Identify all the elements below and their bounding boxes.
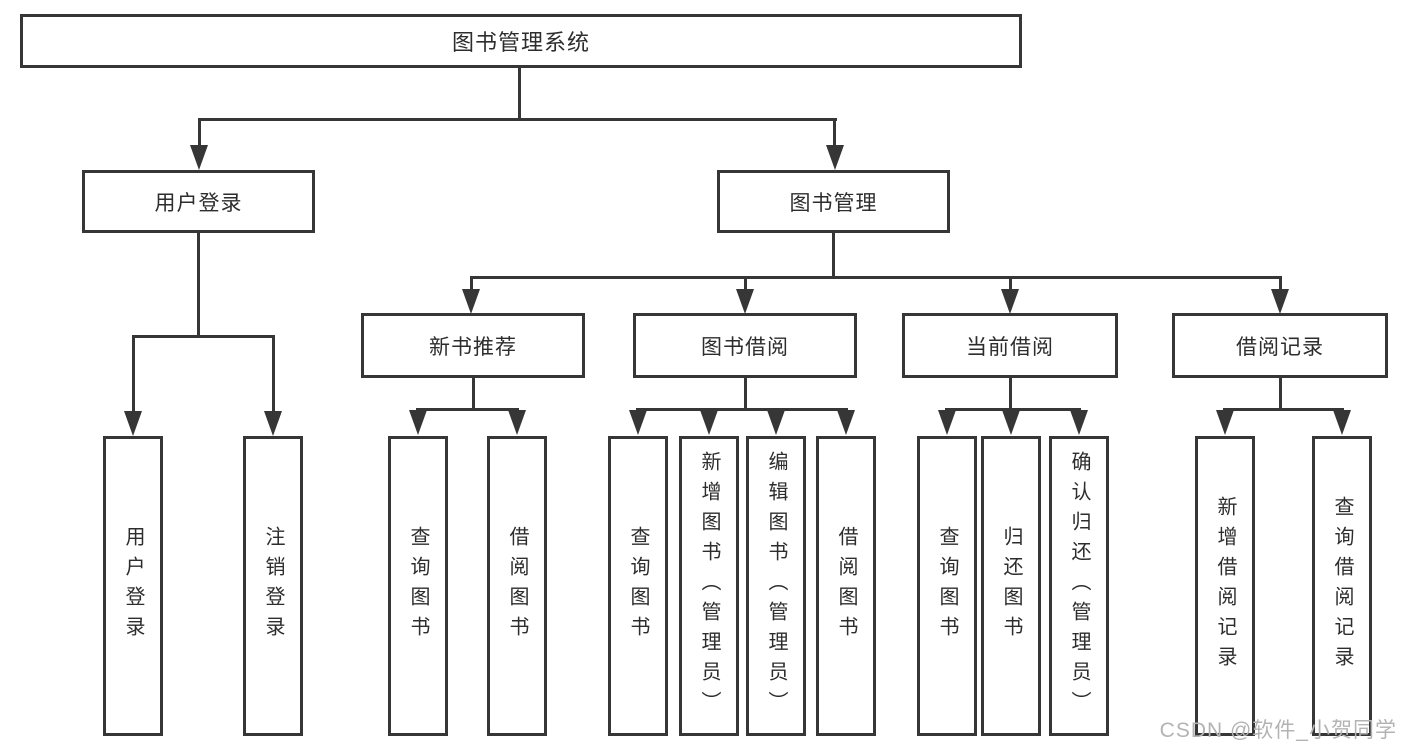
arrowhead-down (409, 410, 427, 435)
connector-line (198, 118, 837, 121)
leaf-borrow-books-borrowing: 借阅图书 (816, 436, 876, 736)
arrowhead-down (826, 145, 844, 170)
connector-line (1009, 276, 1012, 292)
arrowhead-down (1001, 289, 1019, 314)
connector-line (470, 276, 473, 292)
leaf-query-books-borrowing: 查询图书 (608, 436, 668, 736)
arrowhead-down (264, 411, 282, 436)
csdn-watermark: CSDN @软件_小贺同学 (1159, 719, 1397, 742)
connector-line (518, 68, 521, 118)
connector-line (945, 408, 1081, 411)
leaf-confirm-return-admin: 确认归还（管理员） (1049, 436, 1109, 736)
leaf-query-books-current: 查询图书 (917, 436, 977, 736)
connector-line (416, 408, 519, 411)
connector-line (1279, 378, 1282, 408)
leaf-logout: 注销登录 (243, 436, 303, 736)
connector-line (1009, 378, 1012, 408)
connector-line (198, 118, 201, 148)
arrowhead-down (462, 289, 480, 314)
arrowhead-down (1271, 289, 1289, 314)
connector-line (1223, 408, 1344, 411)
leaf-edit-books-admin: 编辑图书（管理员） (746, 436, 806, 736)
arrowhead-down (190, 145, 208, 170)
connector-line (744, 276, 747, 292)
node-current-borrowing: 当前借阅 (902, 313, 1118, 378)
arrowhead-down (1333, 410, 1351, 435)
arrowhead-down (736, 289, 754, 314)
node-new-book-recommend: 新书推荐 (361, 313, 585, 378)
arrowhead-down (1070, 410, 1088, 435)
arrowhead-down (1216, 410, 1234, 435)
leaf-add-books-admin: 新增图书（管理员） (679, 436, 739, 736)
node-user-login: 用户登录 (82, 170, 315, 233)
connector-line (472, 378, 475, 408)
connector-line (470, 276, 1282, 279)
node-borrowing-records: 借阅记录 (1172, 313, 1388, 378)
arrowhead-down (938, 410, 956, 435)
leaf-query-borrow-record: 查询借阅记录 (1312, 436, 1372, 736)
node-book-management: 图书管理 (717, 170, 950, 233)
connector-line (1279, 276, 1282, 292)
arrowhead-down (767, 410, 785, 435)
connector-line (132, 335, 275, 338)
connector-line (132, 335, 135, 413)
arrowhead-down (1002, 410, 1020, 435)
connector-line (636, 408, 848, 411)
connector-line (272, 335, 275, 413)
leaf-add-borrow-record: 新增借阅记录 (1195, 436, 1255, 736)
arrowhead-down (629, 410, 647, 435)
connector-line (833, 118, 836, 148)
leaf-borrow-books-recommend: 借阅图书 (487, 436, 547, 736)
leaf-user-login: 用户登录 (103, 436, 163, 736)
connector-line (832, 233, 835, 276)
leaf-return-books: 归还图书 (981, 436, 1041, 736)
leaf-query-books-recommend: 查询图书 (388, 436, 448, 736)
node-book-borrowing: 图书借阅 (633, 313, 857, 378)
arrowhead-down (508, 410, 526, 435)
node-library-management-system: 图书管理系统 (20, 14, 1022, 68)
connector-line (197, 233, 200, 335)
arrowhead-down (837, 410, 855, 435)
arrowhead-down (700, 410, 718, 435)
connector-line (744, 378, 747, 408)
arrowhead-down (124, 411, 142, 436)
